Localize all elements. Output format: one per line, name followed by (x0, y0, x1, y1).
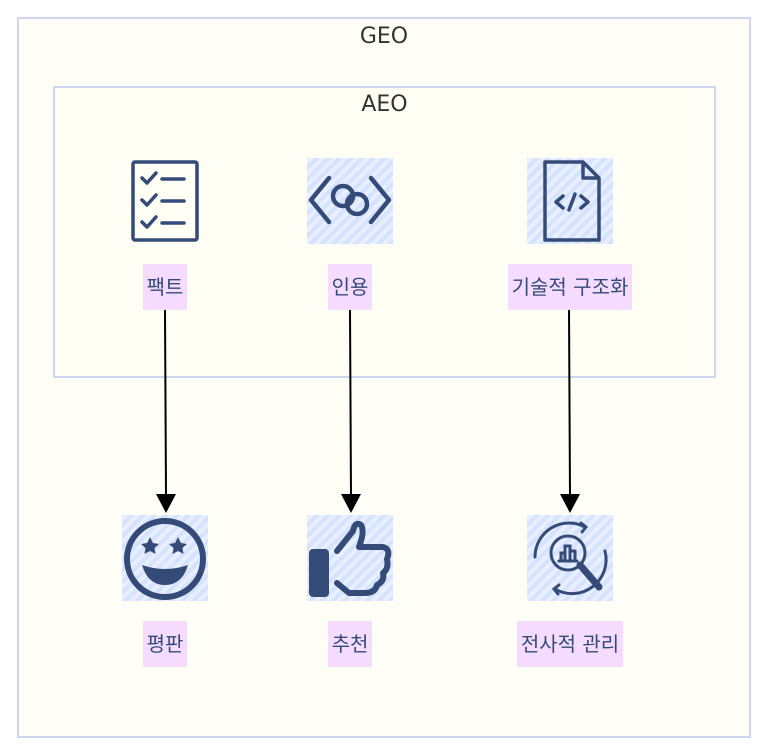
node-citation[interactable]: 인용 (260, 156, 440, 310)
thumbs-up-icon (307, 515, 393, 601)
label-enterprise: 전사적 관리 (516, 621, 624, 667)
analytics-search-icon (527, 515, 613, 601)
checklist-icon (131, 160, 199, 242)
arrowhead-icon (156, 494, 176, 513)
label-citation: 인용 (327, 264, 373, 310)
label-fact: 팩트 (142, 264, 188, 310)
arrow-tech-enterprise (568, 309, 571, 497)
star-eyes-smile-icon (122, 515, 208, 601)
node-enterprise[interactable]: 전사적 관리 (480, 513, 660, 667)
label-recommend: 추천 (327, 621, 373, 667)
code-file-icon (527, 158, 613, 244)
label-tech: 기술적 구조화 (507, 264, 633, 310)
aeo-title: AEO (361, 92, 408, 117)
geo-title: GEO (359, 24, 409, 49)
node-recommend[interactable]: 추천 (260, 513, 440, 667)
node-fact[interactable]: 팩트 (75, 156, 255, 310)
label-reputation: 평판 (142, 621, 188, 667)
node-tech[interactable]: 기술적 구조화 (480, 156, 660, 310)
code-link-icon (307, 158, 393, 244)
arrowhead-icon (560, 494, 580, 513)
arrowhead-icon (341, 494, 361, 513)
arrow-citation-recommend (349, 309, 352, 497)
node-reputation[interactable]: 평판 (75, 513, 255, 667)
arrow-fact-reputation (164, 309, 167, 497)
